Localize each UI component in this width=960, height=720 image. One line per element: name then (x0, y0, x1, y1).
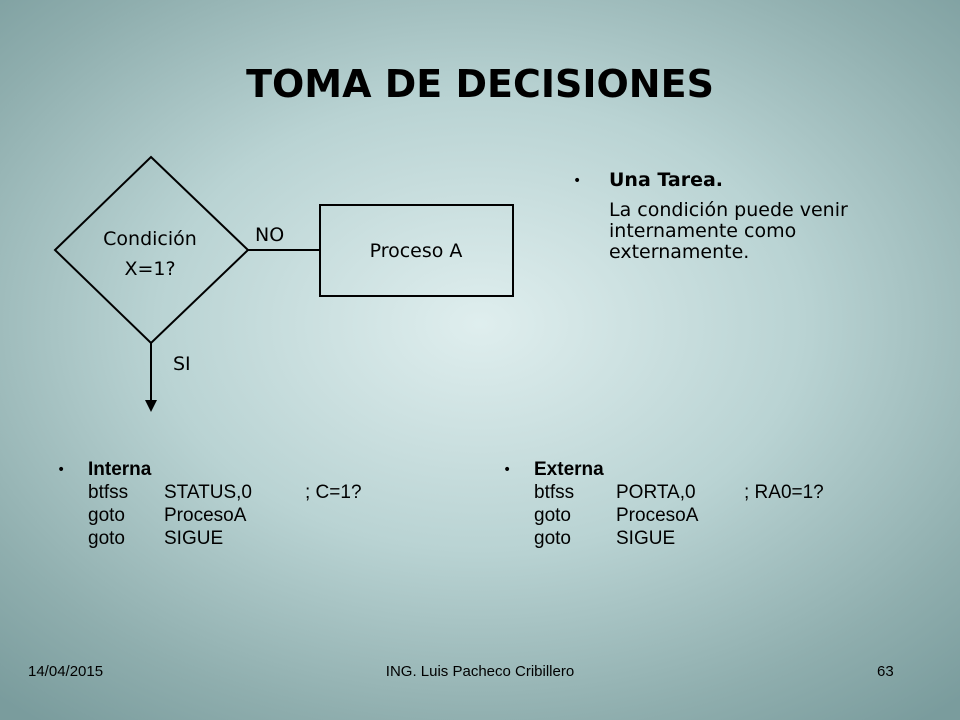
footer-date: 14/04/2015 (28, 663, 104, 680)
code-arg: SIGUE (164, 528, 224, 549)
footer-author: ING. Luis Pacheco Cribillero (385, 663, 575, 680)
interna-heading: Interna (88, 459, 152, 480)
code-op: goto (88, 528, 125, 549)
decision-diamond (53, 155, 250, 345)
right-bullet-line-2: internamente como (609, 220, 797, 242)
yes-label: SI (173, 353, 191, 375)
footer-page-number: 63 (877, 663, 894, 680)
right-bullet-line-1: La condición puede venir (609, 199, 848, 221)
code-op: goto (534, 505, 571, 526)
code-comment: ; C=1? (305, 482, 362, 503)
bullet-dot: • (503, 462, 512, 478)
code-op: btfss (534, 482, 575, 503)
externa-code-line-2: goto ProcesoA (534, 504, 824, 527)
decision-label-line1: Condición (103, 228, 197, 250)
down-arrow-icon (145, 400, 157, 412)
code-arg: STATUS,0 (164, 482, 252, 503)
code-op: goto (534, 528, 571, 549)
right-bullet-line-3: externamente. (609, 241, 750, 263)
bullet-dot: • (573, 173, 582, 189)
no-label: NO (255, 224, 284, 246)
code-arg: ProcesoA (164, 505, 247, 526)
interna-code-line-2: goto ProcesoA (88, 504, 362, 527)
code-arg: ProcesoA (616, 505, 699, 526)
interna-code-line-1: btfss STATUS,0 ; C=1? (88, 481, 362, 504)
process-box (319, 204, 514, 297)
decision-label-line2: X=1? (124, 258, 175, 280)
code-op: btfss (88, 482, 129, 503)
externa-code-line-1: btfss PORTA,0 ; RA0=1? (534, 481, 824, 504)
externa-code-line-3: goto SIGUE (534, 527, 824, 550)
process-label: Proceso A (370, 240, 463, 262)
interna-code-line-3: goto SIGUE (88, 527, 362, 550)
code-arg: PORTA,0 (616, 482, 696, 503)
code-op: goto (88, 505, 125, 526)
right-bullet-heading: Una Tarea. (609, 169, 724, 191)
bullet-dot: • (57, 462, 66, 478)
code-arg: SIGUE (616, 528, 676, 549)
externa-heading: Externa (534, 459, 604, 480)
code-comment: ; RA0=1? (744, 482, 824, 503)
slide-title: TOMA DE DECISIONES (246, 62, 714, 106)
